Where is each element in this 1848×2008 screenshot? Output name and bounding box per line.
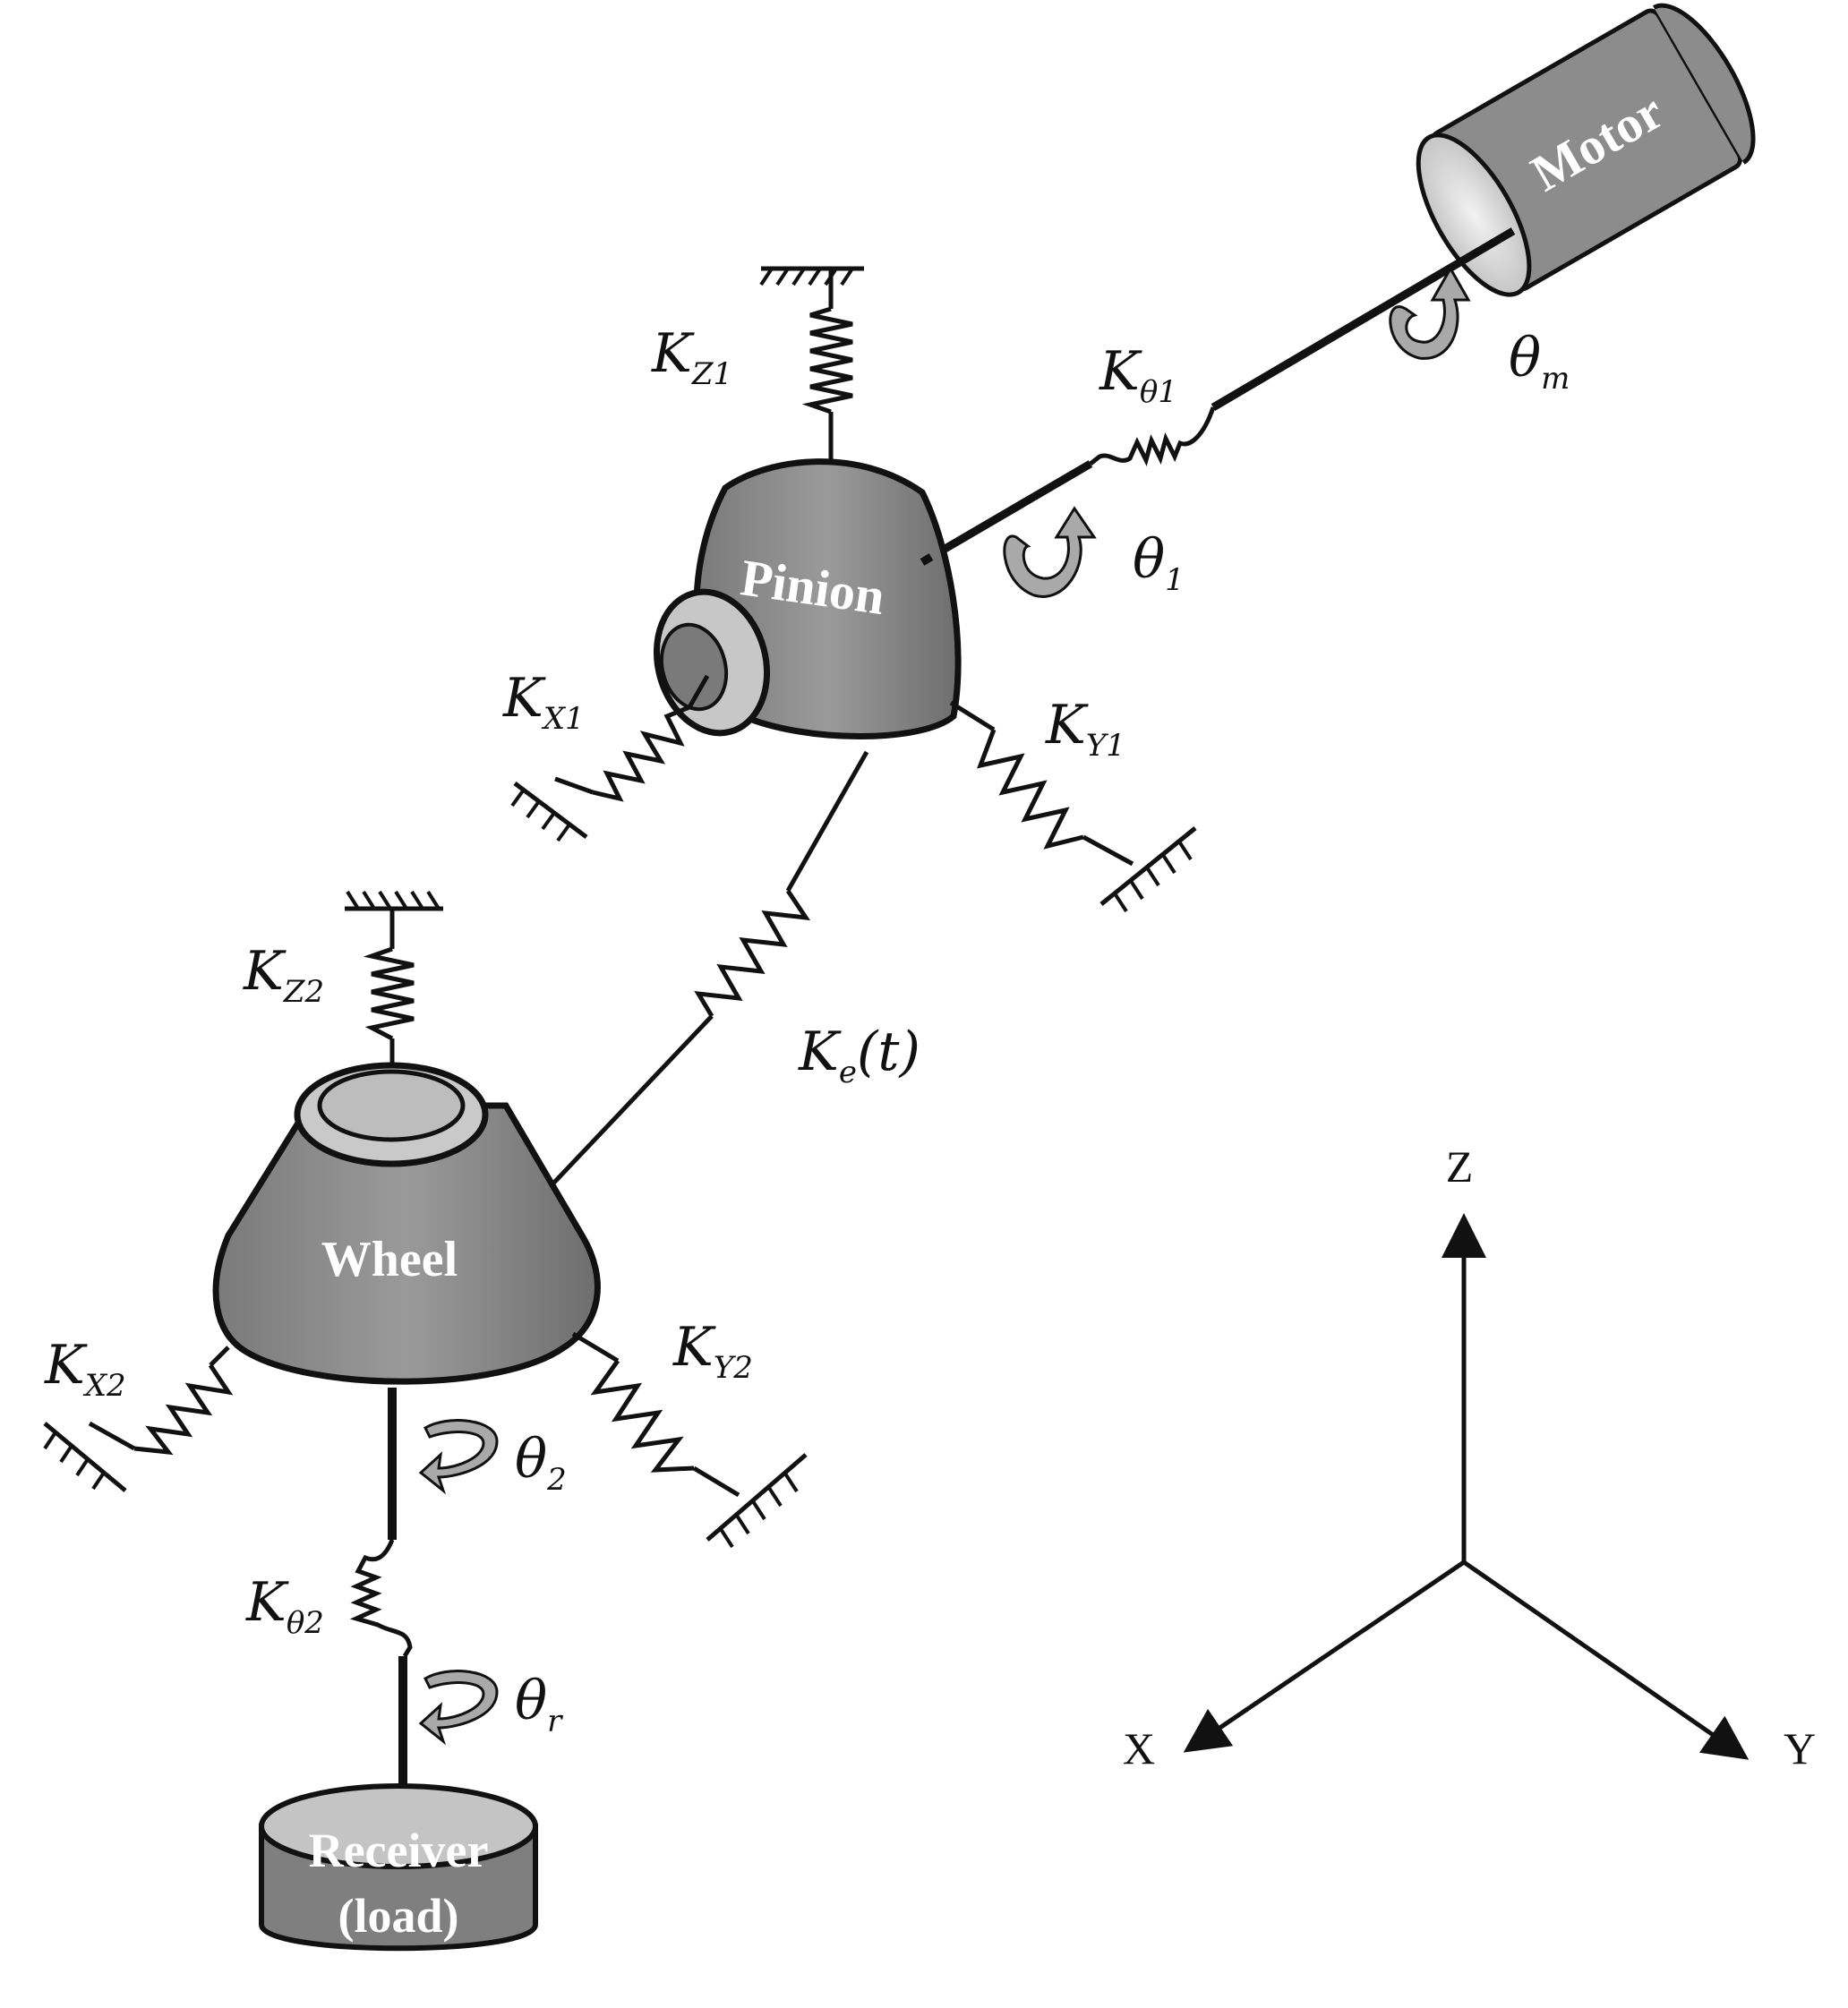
y-axis-label: Y [1784,1723,1816,1773]
load-label: (load) [338,1889,459,1943]
svg-text:KX2: KX2 [44,1334,126,1404]
theta-m-rotation-arrow [1389,265,1471,360]
svg-text:KY1: KY1 [1045,694,1125,764]
torsional-spring-ktheta1 [928,406,1216,560]
svg-text:θm: θm [1509,327,1570,397]
label-ktheta1: Kθ1 [1099,340,1177,410]
label-kz1: KZ1 [651,322,732,392]
svg-text:θ2: θ2 [515,1428,567,1498]
wheel: Wheel [212,890,601,1385]
z-axis-label: Z [1446,1141,1474,1192]
wheel-shaft [349,1388,413,1826]
svg-text:Ke(t): Ke(t) [798,1021,920,1090]
label-theta-2: θ2 [515,1428,567,1498]
svg-text:KX1: KX1 [502,667,585,737]
spring-kx2 [43,1346,234,1492]
pinion: Pinion [653,266,962,739]
label-kx2: KX2 [44,1334,126,1404]
coordinate-axes: Z X Y [1123,1141,1816,1773]
spring-kz1 [759,266,864,474]
svg-text:Kθ1: Kθ1 [1099,340,1177,410]
motor-shaft [1211,227,1516,411]
label-ktheta2: Kθ2 [245,1571,324,1641]
label-kx1: KX1 [502,667,585,737]
wheel-label: Wheel [321,1232,458,1287]
svg-text:θ1: θ1 [1133,528,1185,598]
svg-text:Kθ2: Kθ2 [245,1571,324,1641]
spring-ky1 [949,700,1197,913]
receiver-label: Receiver [309,1824,489,1877]
theta-r-rotation-arrow [418,1670,499,1746]
svg-text:θr: θr [515,1670,563,1739]
x-axis-label: X [1123,1723,1155,1773]
svg-text:KZ1: KZ1 [651,322,732,392]
label-ke: Ke(t) [798,1021,920,1090]
receiver-load: Receiver (load) [259,1783,538,1952]
motor: Motor [1416,3,1756,297]
label-theta-r: θr [515,1670,563,1739]
spring-kx1 [510,674,710,842]
label-ky1: KY1 [1045,694,1125,764]
spring-ky2 [571,1331,808,1549]
spring-kz2 [345,890,443,1106]
theta-2-rotation-arrow [418,1419,499,1495]
mesh-spring-ke [549,750,869,1188]
label-theta-m: θm [1509,327,1570,397]
label-ky2: KY2 [672,1316,753,1386]
svg-text:KY2: KY2 [672,1316,753,1386]
svg-text:KZ2: KZ2 [243,940,324,1010]
label-theta-1: θ1 [1133,528,1185,598]
theta-1-rotation-arrow [1003,506,1097,598]
label-kz2: KZ2 [243,940,324,1010]
